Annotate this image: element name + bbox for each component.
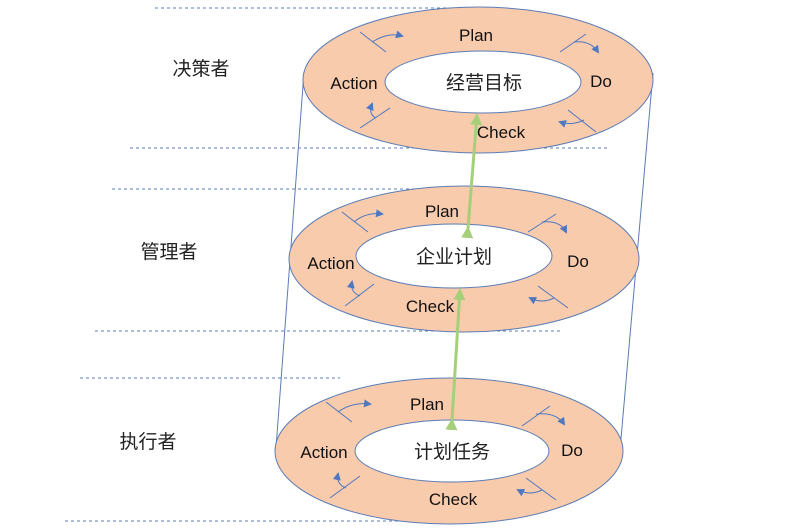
label-do: Do xyxy=(561,441,583,460)
cycle-arrow xyxy=(332,472,347,489)
label-plan: Plan xyxy=(410,395,444,414)
level-guide-lines xyxy=(65,7,610,522)
cycle-arrow xyxy=(516,489,543,497)
ring-center-label: 计划任务 xyxy=(414,441,490,463)
label-do: Do xyxy=(567,252,589,271)
label-check: Check xyxy=(429,490,478,509)
role-labels: 决策者 管理者 执行者 xyxy=(119,58,229,453)
role-label: 决策者 xyxy=(172,58,229,80)
cycle-arrow xyxy=(346,280,361,297)
role-label: 执行者 xyxy=(119,431,176,453)
level-ring-2: Plan Do Check Action 企业计划 xyxy=(288,185,640,333)
ring-center-label: 经营目标 xyxy=(446,72,522,94)
level-connectors xyxy=(445,113,483,431)
connector-arrow xyxy=(445,288,466,431)
cycle-arrow xyxy=(528,297,555,305)
cycle-arrow xyxy=(535,413,566,426)
cycle-arrow xyxy=(366,102,377,119)
label-action: Action xyxy=(300,443,347,462)
ring-inner xyxy=(384,50,582,114)
cycle-arrows xyxy=(359,30,600,133)
cycle-arrow xyxy=(558,119,585,128)
cycle-arrow xyxy=(353,209,384,223)
cycle-arrows xyxy=(341,209,569,309)
role-label: 管理者 xyxy=(140,241,197,263)
label-action: Action xyxy=(307,254,354,273)
label-check: Check xyxy=(406,297,455,316)
cycle-arrows xyxy=(325,399,566,501)
connector-arrow xyxy=(461,113,483,239)
label-plan: Plan xyxy=(425,202,459,221)
cycle-arrow xyxy=(541,221,567,234)
ring-center-label: 企业计划 xyxy=(416,246,492,268)
cycle-arrow xyxy=(371,30,404,43)
cycle-arrow xyxy=(573,41,600,54)
level-ring-1: Plan Do Check Action 经营目标 xyxy=(302,6,654,154)
label-check: Check xyxy=(477,123,526,142)
ring-inner xyxy=(355,223,553,289)
label-action: Action xyxy=(330,74,377,93)
label-do: Do xyxy=(590,72,612,91)
level-ring-3: Plan Do Check Action 计划任务 xyxy=(274,377,624,525)
label-plan: Plan xyxy=(459,26,493,45)
cycle-arrow xyxy=(337,399,372,413)
